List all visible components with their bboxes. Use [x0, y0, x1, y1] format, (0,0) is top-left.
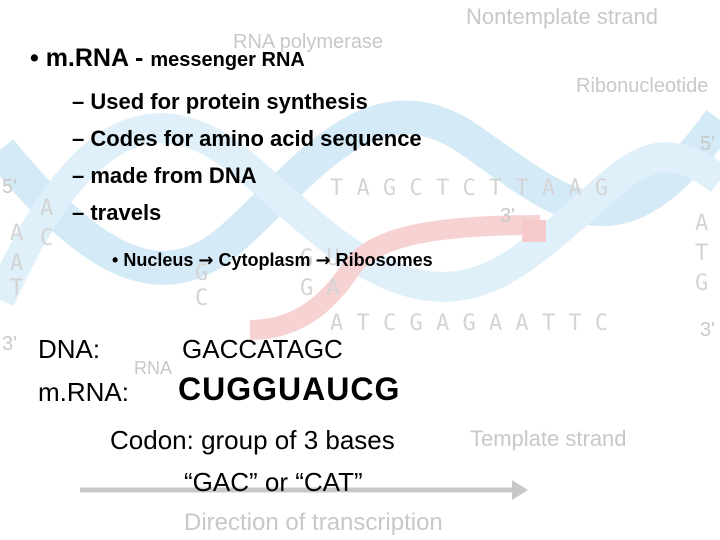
travel-step-nucleus: Nucleus [123, 250, 194, 270]
travel-bullet: • [112, 250, 119, 270]
svg-text:G U: G U [300, 246, 340, 271]
five-prime-right-label: 5' [700, 133, 715, 155]
main-bullet-subtitle: messenger RNA [150, 49, 305, 71]
svg-text:C: C [40, 226, 53, 251]
svg-text:T: T [695, 241, 708, 266]
svg-text:A: A [10, 251, 23, 276]
svg-text:C: C [195, 286, 208, 311]
ribonucleotide-marker [522, 220, 546, 242]
arrow-right-icon: → [315, 250, 331, 271]
travel-path: • Nucleus → Cytoplasm → Ribosomes [112, 250, 433, 271]
svg-text:A T C G A G A A T T C: A T C G A G A A T T C [330, 311, 608, 336]
three-prime-right-label: 3' [700, 319, 715, 341]
subpoint-amino-acid-sequence: – Codes for amino acid sequence [72, 126, 422, 151]
subpoint-made-from-dna: – made from DNA [72, 163, 257, 188]
mrna-label: m.RNA: [38, 377, 129, 407]
svg-text:G A: G A [300, 276, 340, 301]
arrow-right-icon: → [198, 250, 214, 271]
travel-step-cytoplasm: Cytoplasm [218, 250, 311, 270]
main-bullet: • m.RNA - messenger RNA [30, 44, 305, 72]
direction-arrow-head [512, 480, 528, 500]
rna-strand [249, 215, 541, 340]
svg-text:A: A [695, 211, 708, 236]
rna-label: RNA [134, 358, 172, 378]
rna-polymerase-label: RNA polymerase [233, 31, 383, 53]
main-bullet-title: m.RNA - [45, 44, 151, 72]
svg-text:T: T [10, 276, 23, 301]
svg-text:G: G [695, 271, 708, 296]
three-prime-left-label: 3' [2, 333, 17, 355]
nontemplate-strand-label: Nontemplate strand [466, 4, 658, 29]
dna-label: DNA: [38, 334, 101, 364]
travel-step-ribosomes: Ribosomes [335, 250, 433, 270]
template-strand-label: Template strand [470, 426, 627, 451]
codon-examples: “GAC” or “CAT” [184, 467, 363, 497]
mrna-sequence: CUGGUAUCG [178, 371, 401, 407]
subpoint-travels: – travels [72, 200, 162, 225]
svg-text:A: A [10, 221, 23, 246]
faded-base-letters: T A G C T C T T A A G A T C G A G A A T … [10, 176, 708, 336]
svg-text:G: G [195, 261, 208, 286]
codon-definition: Codon: group of 3 bases [110, 425, 395, 455]
dna-sequence: GACCATAGC [182, 334, 343, 364]
svg-text:A: A [40, 196, 53, 221]
five-prime-left-label: 5' [2, 176, 17, 198]
three-prime-center-label: 3' [500, 205, 515, 227]
direction-of-transcription-label: Direction of transcription [184, 509, 443, 536]
ribonucleotide-label: Ribonucleotide [576, 75, 708, 97]
svg-text:T A G C T C T T A A G: T A G C T C T T A A G [330, 176, 608, 201]
subpoint-protein-synthesis: – Used for protein synthesis [72, 89, 368, 114]
